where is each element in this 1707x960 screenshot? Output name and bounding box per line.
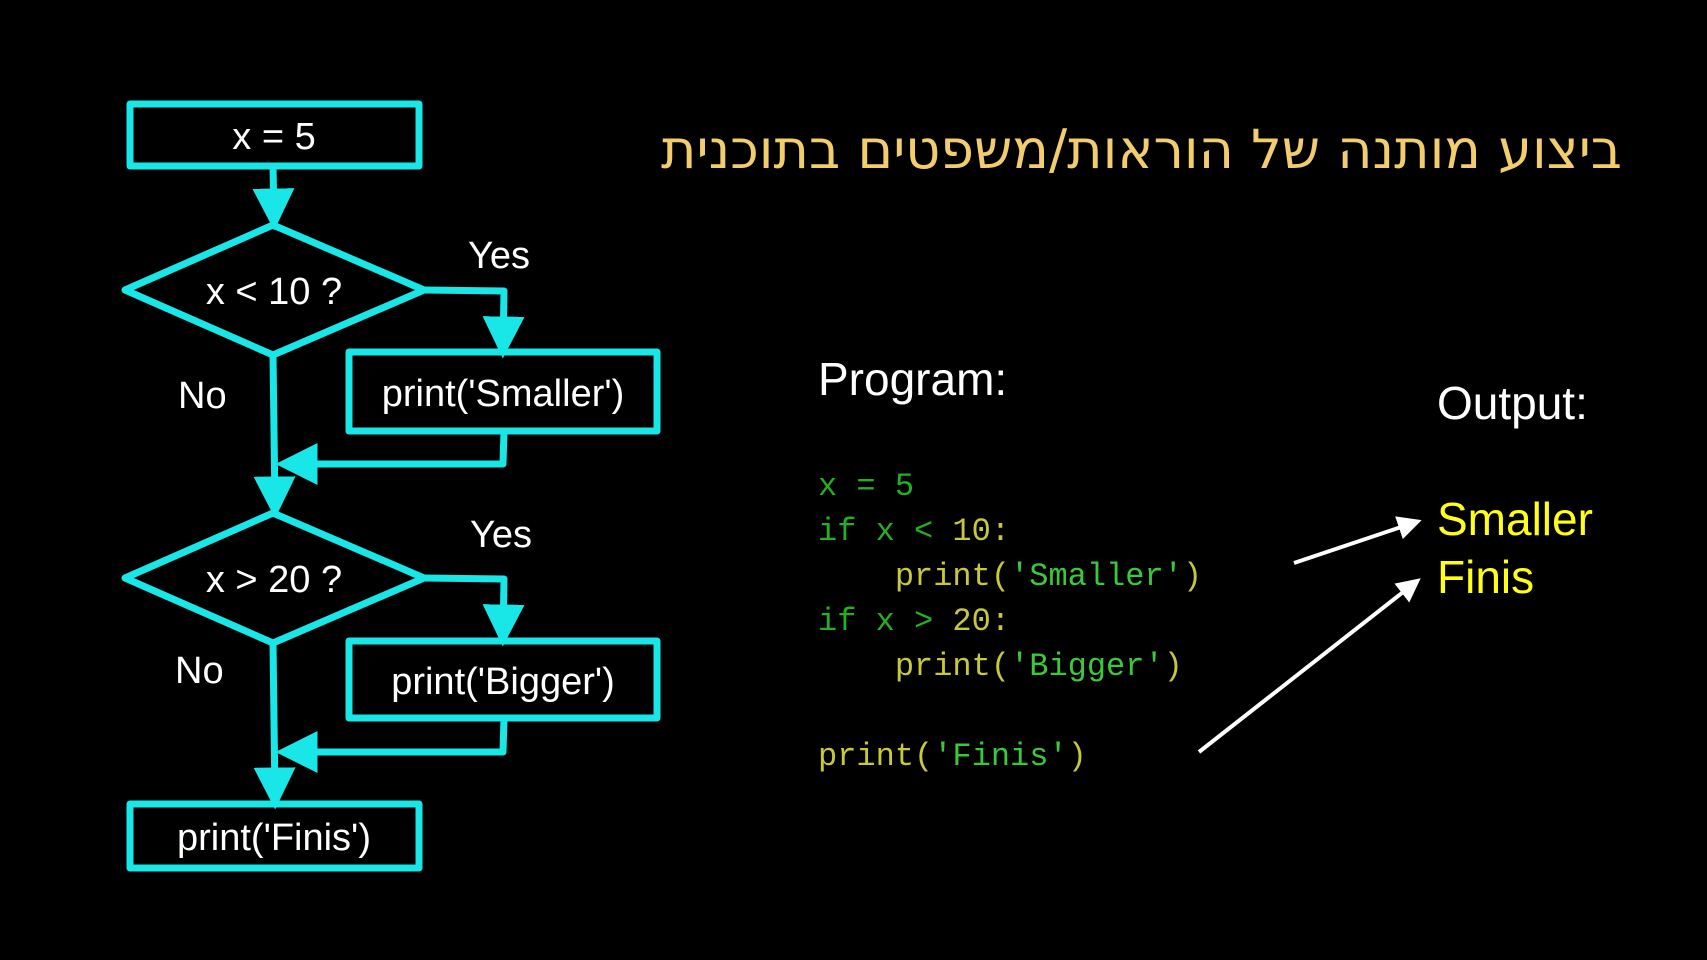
output-line: Finis <box>1437 551 1535 603</box>
code-token: ) <box>1163 648 1183 685</box>
end-box-label: print('Finis') <box>177 817 371 859</box>
connector-action-2-return <box>275 717 508 773</box>
code-line <box>818 689 1202 734</box>
code-line: if x < 10: <box>818 509 1202 554</box>
decision-2-label: x > 20 ? <box>206 559 342 601</box>
output-lines: Smaller Finis <box>1437 490 1593 606</box>
code-token: ) <box>1182 558 1203 595</box>
code-token: x <box>818 468 838 505</box>
start-box-label: x = 5 <box>232 116 315 158</box>
code-token: 'Bigger' <box>1010 648 1164 685</box>
code-token: print( <box>818 648 1011 685</box>
connector-no-2 <box>253 642 296 810</box>
code-token: < <box>914 513 934 550</box>
code-token: ) <box>1067 738 1087 775</box>
code-line: print('Finis') <box>818 734 1202 779</box>
code-token: = <box>837 468 895 505</box>
code-token: 5 <box>894 468 915 505</box>
decision-1-yes-label: Yes <box>468 235 530 277</box>
code-token: 20: <box>933 603 1011 640</box>
decision-2-yes-label: Yes <box>470 514 532 556</box>
decision-1-no-label: No <box>178 375 227 417</box>
code-token: if <box>818 603 857 640</box>
code-line: print('Bigger') <box>818 644 1202 689</box>
connector-action-1-return <box>275 430 508 485</box>
connector-yes-1 <box>423 286 525 359</box>
connector-no-1 <box>253 354 296 519</box>
code-token: 10: <box>933 513 1011 550</box>
code-token: x <box>856 603 915 640</box>
decision-2-no-label: No <box>175 650 224 692</box>
program-heading: Program: <box>818 353 1008 405</box>
action-1-label: print('Smaller') <box>382 373 625 415</box>
code-token: x <box>856 513 915 550</box>
code-line: print('Smaller') <box>818 554 1202 599</box>
slide-title: ביצוע מותנה של הוראות/משפטים בתוכנית <box>661 118 1622 181</box>
code-token: > <box>914 603 934 640</box>
code-line: x = 5 <box>818 464 1202 509</box>
code-token: 'Finis' <box>933 738 1068 775</box>
action-2-label: print('Bigger') <box>391 661 615 703</box>
code-line: if x > 20: <box>818 599 1202 644</box>
output-line: Smaller <box>1437 493 1593 545</box>
connector-start-to-decision-1 <box>252 165 295 231</box>
connector-yes-2 <box>423 574 525 647</box>
code-token: if <box>818 513 857 550</box>
code-token: print( <box>818 558 1011 595</box>
code-token: print( <box>818 738 934 775</box>
output-heading: Output: <box>1437 377 1588 429</box>
code-token: 'Smaller' <box>1010 558 1183 595</box>
decision-1-label: x < 10 ? <box>206 271 342 313</box>
